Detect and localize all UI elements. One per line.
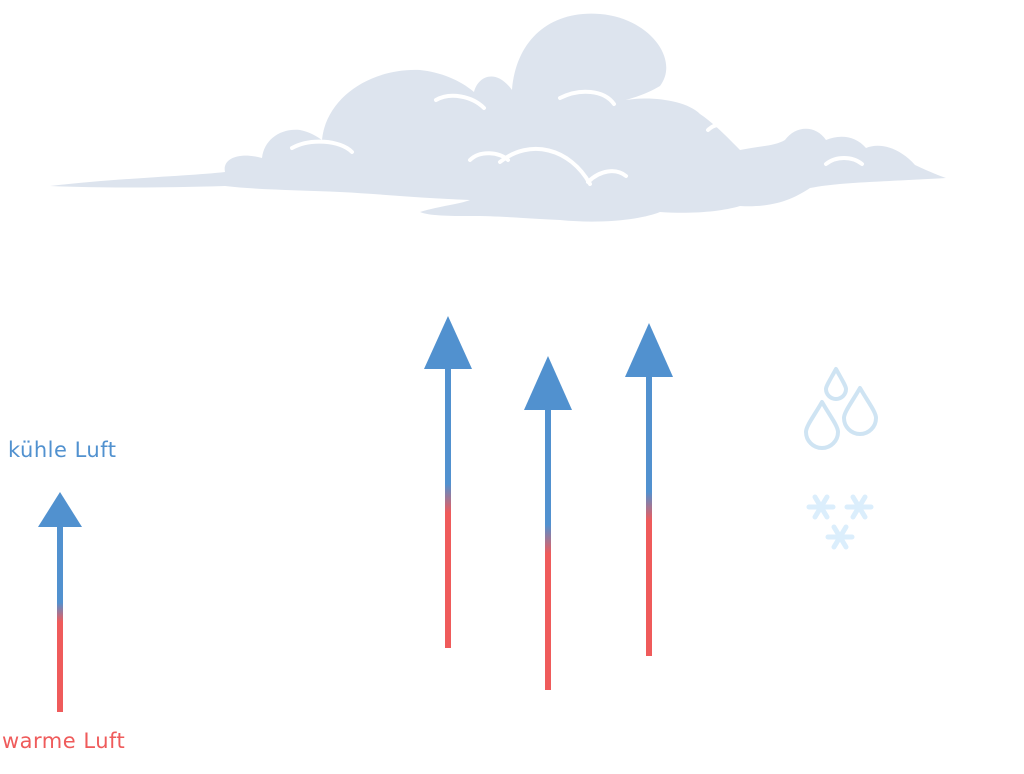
cool-air-label: kühle Luft bbox=[8, 438, 117, 462]
arrow-up-icon bbox=[424, 316, 472, 648]
warm-air-label: warme Luft bbox=[2, 729, 126, 753]
snowflakes-icon bbox=[806, 494, 874, 550]
cloud-icon bbox=[50, 13, 946, 222]
arrow-up-icon bbox=[524, 356, 572, 690]
arrow-up-icon bbox=[625, 323, 673, 656]
cloud-highlights bbox=[290, 89, 864, 186]
raindrops-icon bbox=[804, 367, 878, 450]
arrow-up-icon bbox=[38, 492, 82, 712]
